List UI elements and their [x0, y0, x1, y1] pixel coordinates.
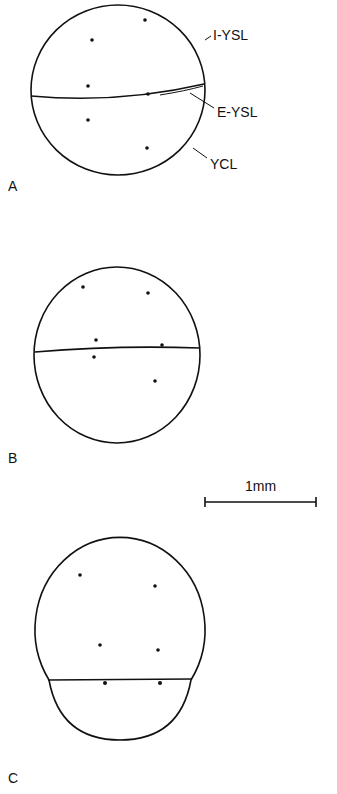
yolk-boundary — [35, 347, 200, 352]
scale-label: 1mm — [245, 478, 276, 494]
scale-bar — [204, 497, 206, 507]
region-label: E-YSL — [217, 104, 257, 120]
yolk-boundary — [48, 679, 192, 680]
embryo-outline — [31, 5, 205, 175]
region-label: YCL — [210, 156, 237, 172]
yolk-boundary — [160, 86, 203, 95]
scale-bar — [315, 497, 317, 507]
embryo-outline — [35, 537, 205, 680]
panel-letter: B — [8, 450, 17, 466]
embryo-outline — [49, 680, 191, 740]
leader-line — [193, 148, 207, 158]
yolk-boundary — [31, 84, 204, 98]
region-label: I-YSL — [213, 27, 248, 43]
scale-bar — [205, 501, 316, 503]
embryo-outline — [34, 267, 200, 443]
panel-letter: C — [8, 770, 18, 786]
leader-line — [190, 93, 214, 108]
panel-letter: A — [8, 178, 17, 194]
nuclei-dots — [78, 18, 164, 685]
leader-line — [205, 36, 211, 40]
